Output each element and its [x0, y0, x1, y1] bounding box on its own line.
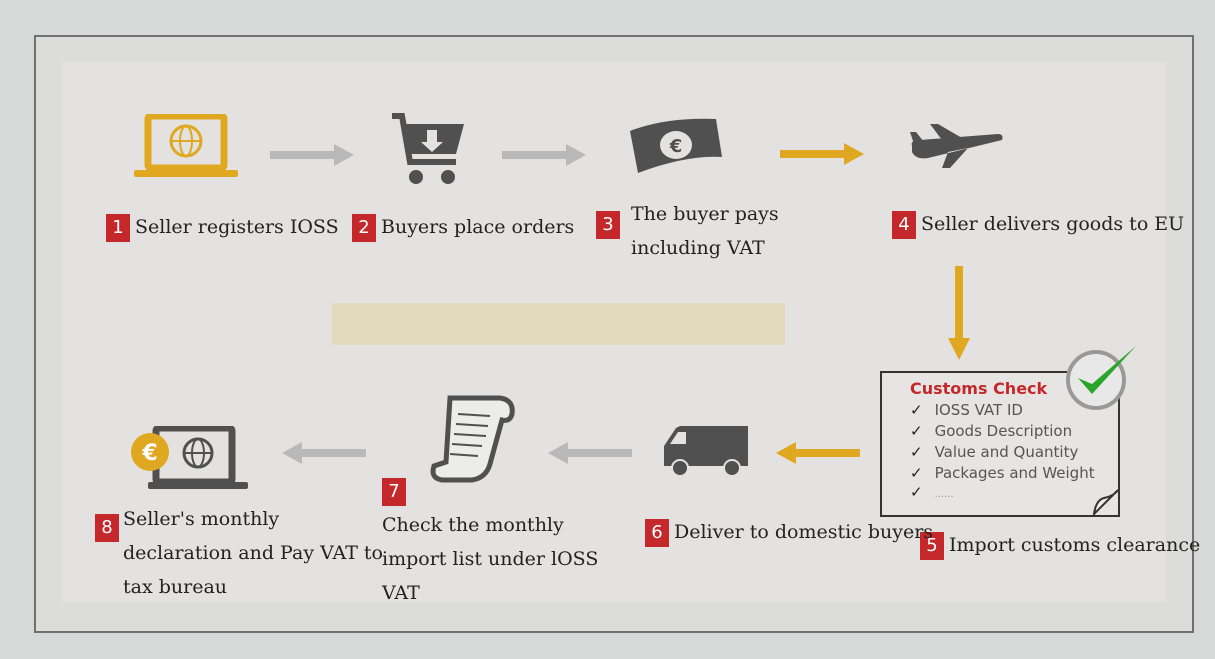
highlight-bar — [332, 303, 785, 345]
arrow-left-gray — [548, 442, 632, 464]
step-label: Import customs clearance — [949, 534, 1201, 556]
check-item-label: IOSS VAT ID — [934, 401, 1023, 419]
arrow-right-gray — [502, 144, 586, 166]
delivery-truck-icon — [664, 426, 748, 477]
step-badge: 5 — [920, 532, 944, 560]
step-label: Seller's monthly declaration and Pay VAT… — [123, 508, 383, 598]
airplane-icon — [910, 124, 1003, 168]
step-badge: 1 — [106, 214, 130, 242]
check-item-label: ...... — [934, 489, 954, 500]
scroll-document-icon — [430, 395, 515, 483]
step-badge: 6 — [645, 519, 669, 547]
svg-text:€: € — [141, 441, 157, 466]
check-item-label: Packages and Weight — [934, 464, 1095, 482]
step-3: 3 The buyer pays including VAT — [596, 197, 836, 265]
step-badge: 8 — [95, 514, 119, 542]
checkmark-icon: ✓ — [910, 464, 923, 482]
shopping-cart-icon — [392, 113, 464, 184]
check-item: ✓ Packages and Weight — [910, 464, 1095, 482]
arrow-left-gray — [282, 442, 366, 464]
checkmark-icon: ✓ — [910, 401, 923, 419]
checkmark-icon: ✓ — [910, 483, 923, 501]
step-label: The buyer pays including VAT — [631, 203, 779, 259]
step-label: Buyers place orders — [381, 216, 575, 238]
checkmark-icon: ✓ — [910, 422, 923, 440]
checkmark-icon: ✓ — [910, 443, 923, 461]
check-item-label: Goods Description — [934, 422, 1073, 440]
green-check-seal-icon — [1066, 346, 1136, 410]
check-item-label: Value and Quantity — [934, 443, 1079, 461]
step-label: Seller registers IOSS — [135, 216, 339, 238]
laptop-euro-icon: € — [131, 426, 248, 489]
arrow-down-gold — [948, 266, 970, 360]
step-badge: 7 — [382, 478, 406, 506]
step-badge: 4 — [892, 211, 916, 239]
arrow-right-gold — [780, 143, 864, 165]
arrow-left-gold — [776, 442, 860, 464]
step-label: Seller delivers goods to EU — [921, 213, 1185, 235]
page-curl-icon — [1092, 489, 1119, 516]
customs-check-title: Customs Check — [910, 379, 1048, 398]
euro-banknote-icon: € — [630, 118, 722, 173]
step-label: Deliver to domestic buyers — [674, 521, 934, 543]
check-item: ✓ Value and Quantity — [910, 443, 1078, 461]
step-badge: 3 — [596, 211, 620, 239]
step-label: Check the monthly import list under lOSS… — [382, 514, 599, 604]
laptop-globe-icon — [134, 114, 238, 177]
check-item: ✓...... — [910, 483, 954, 501]
arrow-right-gray — [270, 144, 354, 166]
step-badge: 2 — [352, 214, 376, 242]
svg-text:€: € — [669, 136, 683, 157]
check-item: ✓ IOSS VAT ID — [910, 401, 1023, 419]
check-item: ✓ Goods Description — [910, 422, 1072, 440]
